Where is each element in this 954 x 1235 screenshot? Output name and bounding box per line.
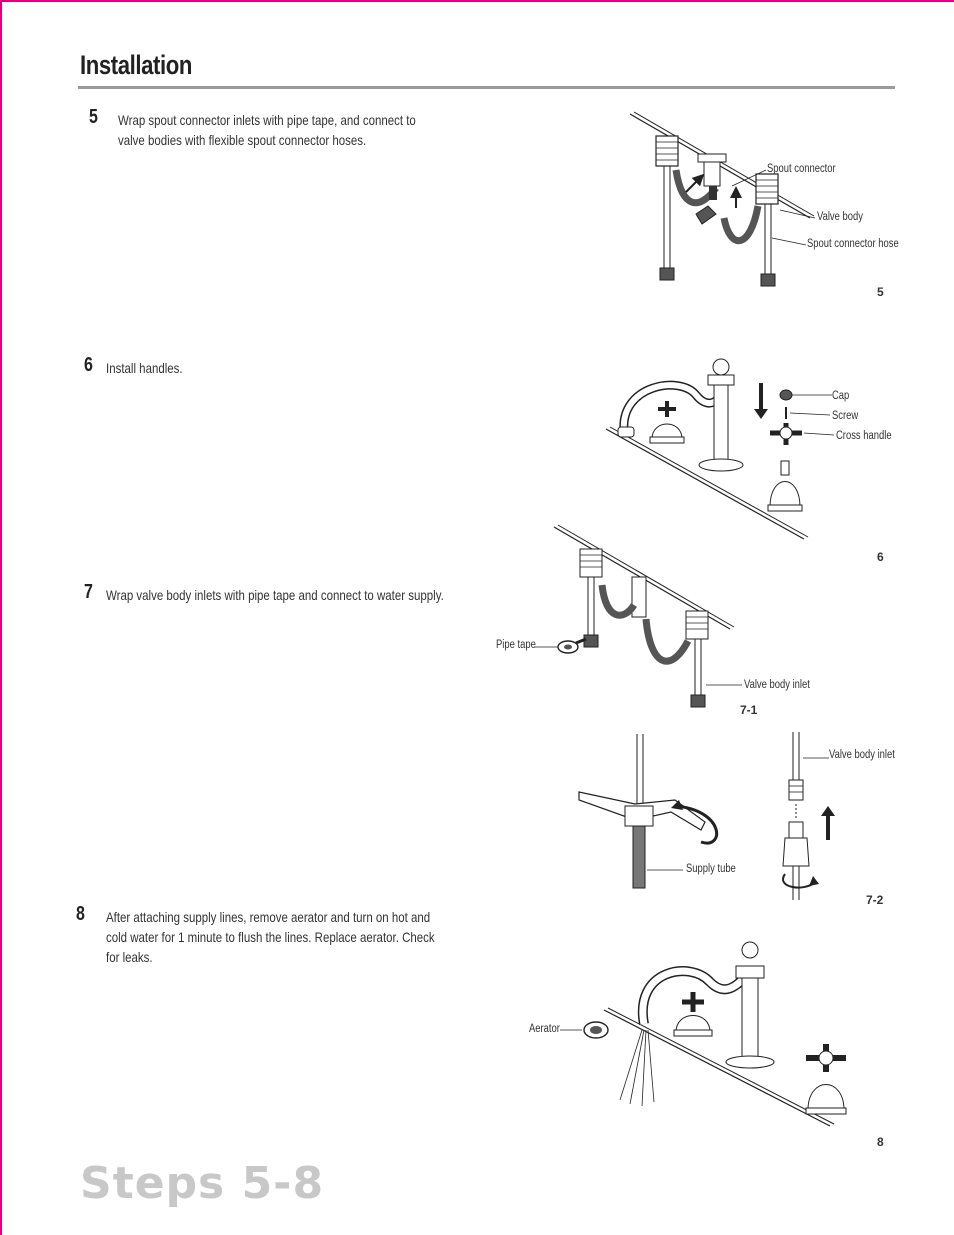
step-8-number: 8 xyxy=(76,903,85,925)
callout-cross-handle: Cross handle xyxy=(836,430,892,442)
figure-5-label: 5 xyxy=(877,285,884,299)
figure-8-illustration xyxy=(560,941,847,1127)
step-6-number: 6 xyxy=(84,354,93,376)
step-8-text: After attaching supply lines, remove aer… xyxy=(106,909,435,965)
callout-pipe-tape: Pipe tape xyxy=(496,639,536,651)
callout-screw: Screw xyxy=(832,410,859,422)
callout-supply-tube: Supply tube xyxy=(686,863,736,875)
callout-valve-body-inlet-2: Valve body inlet xyxy=(829,749,895,761)
callout-cap: Cap xyxy=(832,390,850,402)
page-title: Installation xyxy=(80,50,192,80)
figure-7-1-illustration xyxy=(534,524,742,708)
figure-6-illustration xyxy=(605,358,835,540)
footer-steps-title: Steps 5-8 xyxy=(80,1158,325,1209)
figure-7-2-label: 7-2 xyxy=(866,893,884,907)
figure-6-label: 6 xyxy=(877,550,884,564)
step-5-number: 5 xyxy=(89,106,98,128)
step-7-number: 7 xyxy=(84,581,93,603)
figure-7-1-label: 7-1 xyxy=(740,703,758,717)
figure-8-label: 8 xyxy=(877,1135,884,1149)
title-divider xyxy=(78,86,895,89)
callout-valve-body: Valve body xyxy=(817,211,863,223)
step-5-text: Wrap spout connector inlets with pipe ta… xyxy=(118,112,416,148)
callout-spout-connector: Spout connector xyxy=(767,163,836,175)
figure-5-illustration xyxy=(629,111,816,287)
callout-spout-connector-hose: Spout connector hose xyxy=(807,238,899,250)
callout-aerator: Aerator xyxy=(529,1023,560,1035)
step-7-text: Wrap valve body inlets with pipe tape an… xyxy=(106,587,444,603)
callout-valve-body-inlet: Valve body inlet xyxy=(744,679,810,691)
figure-7-2-illustration xyxy=(578,732,835,900)
step-6-text: Install handles. xyxy=(106,360,183,376)
